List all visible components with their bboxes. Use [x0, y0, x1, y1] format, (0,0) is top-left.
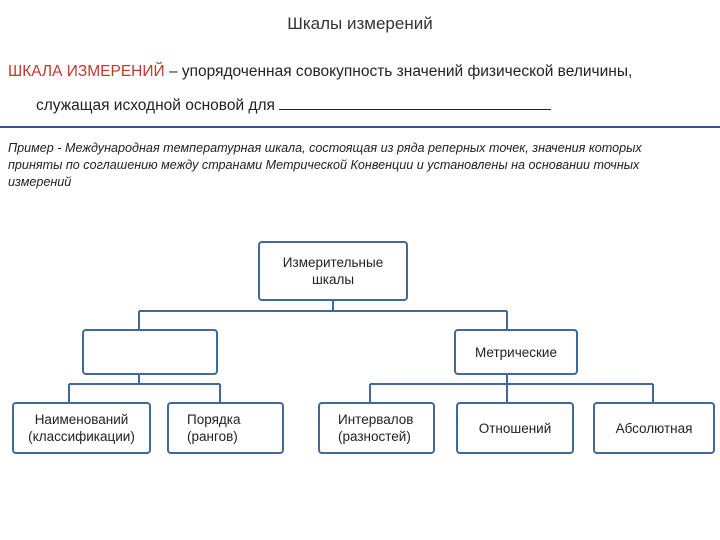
example-text: Пример - Международная температурная шка… [8, 141, 642, 189]
leaf-intervals-differences: Интервалов (разностей) [318, 402, 435, 454]
definition-text: – упорядоченная совокупность значений фи… [164, 63, 633, 80]
metric-group-node: Метрические [454, 329, 578, 375]
definition-line-1: ШКАЛА ИЗМЕРЕНИЙ – упорядоченная совокупн… [8, 63, 632, 81]
slide-title: Шкалы измерений [287, 14, 433, 33]
leaf-absolute: Абсолютная [593, 402, 715, 454]
leaf-names-classification: Наименований (классификации) [12, 402, 151, 454]
leaf-ratios: Отношений [456, 402, 574, 454]
definition-line-2: служащая исходной основой для [36, 95, 552, 115]
leaf-order-ranks: Порядка (рангов) [167, 402, 284, 454]
definition-continuation: служащая исходной основой для [36, 97, 280, 114]
empty-group-node [82, 329, 218, 375]
divider-rule [0, 126, 720, 128]
fill-in-blank [279, 95, 552, 110]
definition-term: ШКАЛА ИЗМЕРЕНИЙ [8, 63, 165, 80]
root-node-measurement-scales: Измерительные шкалы [258, 241, 408, 301]
